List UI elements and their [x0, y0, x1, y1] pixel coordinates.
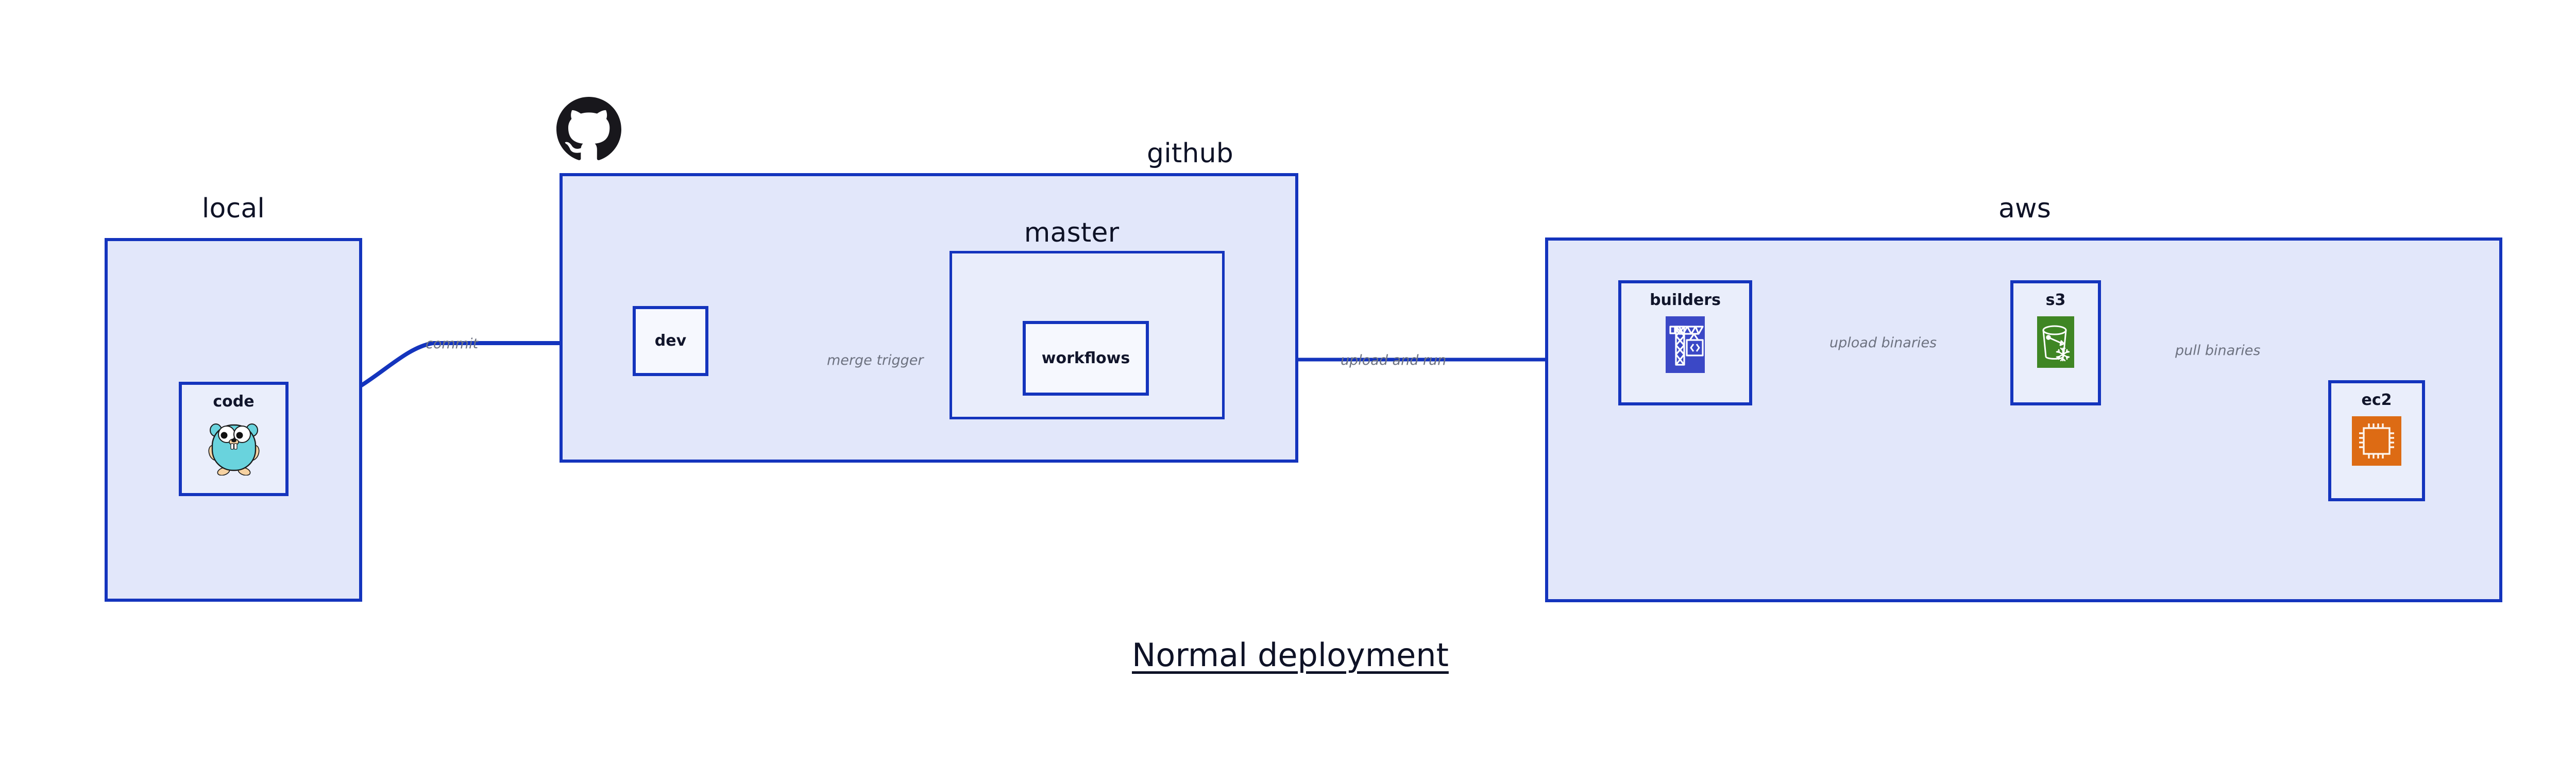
node-s3-label: s3: [2045, 291, 2066, 309]
node-code[interactable]: code: [179, 382, 289, 496]
aws-ec2-chip-icon: [2352, 416, 2401, 468]
edge-label-upload-binaries: upload binaries: [1829, 335, 1937, 351]
edge-label-merge-trigger: merge trigger: [827, 352, 924, 368]
aws-s3-bucket-icon: [2037, 316, 2074, 370]
container-label-master: master: [1024, 217, 1120, 248]
edge-label-upload-and-run: upload and run: [1341, 352, 1447, 368]
container-label-aws: aws: [1998, 193, 2052, 224]
node-dev-label: dev: [654, 332, 687, 350]
edge-label-commit: commit: [426, 336, 479, 352]
node-builders[interactable]: builders: [1618, 280, 1752, 405]
container-label-local: local: [201, 193, 265, 224]
node-builders-label: builders: [1650, 291, 1721, 309]
aws-codebuild-crane-icon: [1666, 316, 1705, 375]
container-label-github: github: [1147, 138, 1233, 169]
node-ec2[interactable]: ec2: [2328, 380, 2425, 501]
node-code-label: code: [213, 393, 255, 411]
go-gopher-icon: [207, 418, 261, 478]
node-s3[interactable]: s3: [2010, 280, 2101, 405]
node-dev[interactable]: dev: [633, 306, 708, 376]
node-ec2-label: ec2: [2361, 391, 2392, 409]
node-workflows[interactable]: workflows: [1023, 321, 1149, 396]
diagram-title: Normal deployment: [1132, 636, 1449, 674]
github-octocat-logo: [556, 97, 621, 164]
edge-label-pull-binaries: pull binaries: [2175, 343, 2261, 359]
node-workflows-label: workflows: [1041, 349, 1130, 367]
